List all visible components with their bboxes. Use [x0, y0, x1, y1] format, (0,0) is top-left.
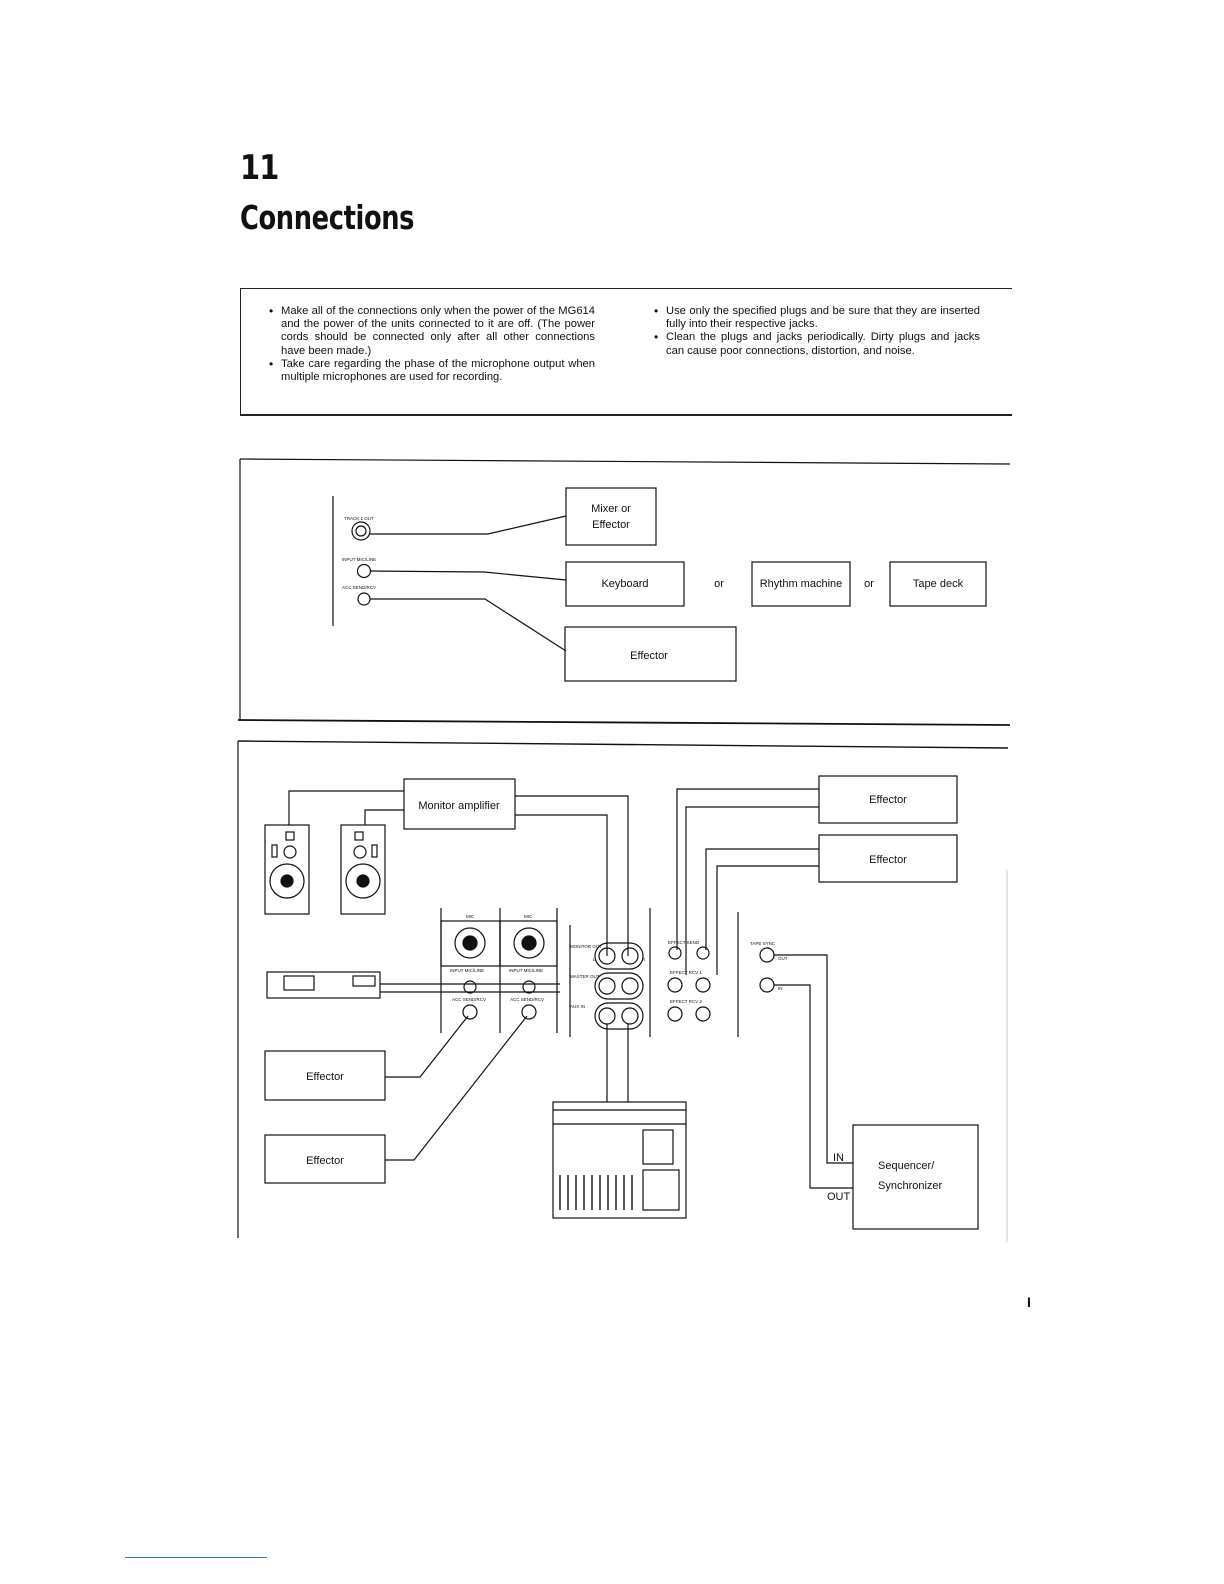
effector-left-2-label: Effector [306, 1155, 344, 1167]
speaker-right-icon [340, 824, 386, 915]
effector-box [564, 626, 737, 682]
effector-top-2-label: Effector [869, 854, 907, 866]
mic-label-2: MIC [524, 914, 533, 919]
note-item: Clean the plugs and jacks periodically. … [652, 331, 980, 357]
tape-sync-out-jack-icon [759, 947, 775, 963]
monitor-out-label: MONITOR OUT [570, 944, 602, 949]
mixer-faders [559, 1175, 633, 1210]
note-item: Make all of the connections only when th… [267, 305, 595, 358]
note-item: Use only the specified plugs and be sure… [652, 305, 980, 331]
input-label-1: INPUT MIC/LINE [450, 968, 484, 973]
footer-rule [125, 1557, 267, 1558]
tape-sync-in-label: IN [778, 986, 783, 991]
mixer-effector-box [565, 487, 657, 546]
tape-sync-out-label: OUT [778, 956, 788, 961]
effect-rcv2-label: EFFECT RCV 2 [670, 999, 702, 1004]
keyboard-box [565, 561, 685, 607]
input-jack-icon [356, 563, 372, 579]
speaker-left-icon [264, 824, 310, 915]
section-number: 11 [240, 148, 279, 188]
monitor-out-r-jack-icon [621, 947, 639, 965]
r-label: R [642, 957, 646, 962]
notes-right-column: Use only the specified plugs and be sure… [652, 305, 980, 358]
xlr-jack-1-icon [454, 927, 486, 959]
input-label: INPUT MIC/LINE [342, 557, 376, 562]
note-item: Take care regarding the phase of the mic… [267, 358, 595, 384]
notes-left-column: Make all of the connections only when th… [267, 305, 595, 384]
track-out-label: TRACK 1 OUT [344, 516, 374, 521]
effector-top-2-box [818, 834, 958, 883]
acc-label-1: ACC SEND/RCV [452, 997, 486, 1002]
effector-left-1-label: Effector [306, 1071, 344, 1083]
effector-top-1-label: Effector [869, 794, 907, 806]
monitor-amplifier-label: Monitor amplifier [418, 800, 500, 812]
acc-jack-icon [357, 592, 371, 606]
mixing-console-icon [552, 1101, 687, 1219]
effect-send-label: EFFECT SEND [668, 940, 700, 945]
notes-box: Make all of the connections only when th… [240, 288, 1012, 416]
monitor-amplifier-box [403, 778, 516, 830]
monitor-out-l-jack-icon [598, 947, 616, 965]
sequencer-label-line1: Sequencer/ [878, 1160, 935, 1172]
rhythm-machine-label: Rhythm machine [760, 578, 843, 590]
effector-top-1-box [818, 775, 958, 824]
xlr-jack-2-icon [513, 927, 545, 959]
mixer-label-line2: Effector [592, 519, 630, 531]
sequencer-synchronizer-box [852, 1124, 979, 1230]
or-label-2: or [864, 578, 874, 590]
section-title: Connections [240, 198, 415, 237]
page-mark: I [1027, 1294, 1031, 1310]
track-out-jack-icon [351, 521, 371, 541]
l-label: L [593, 957, 596, 962]
or-label-1: or [714, 578, 724, 590]
cassette-deck-icon [266, 971, 381, 999]
effector-label: Effector [630, 650, 668, 662]
effector-left-2-box [264, 1134, 386, 1184]
acc-label-2: ACC SEND/RCV [510, 997, 544, 1002]
in-label: IN [833, 1152, 844, 1164]
input-label-2: INPUT MIC/LINE [509, 968, 543, 973]
aux-in-label: AUX IN [570, 1004, 585, 1009]
tape-deck-label: Tape deck [913, 578, 964, 590]
effector-left-1-box [264, 1050, 386, 1101]
tape-sync-label: TAPE SYNC [750, 941, 776, 946]
acc-label: ACC SEND/RCV [342, 585, 376, 590]
effect-rcv1-label: EFFECT RCV 1 [670, 970, 702, 975]
out-label: OUT [827, 1191, 851, 1203]
master-out-label: MASTER OUT [570, 974, 600, 979]
mic-label-1: MIC [466, 914, 475, 919]
tape-deck-box [889, 561, 987, 607]
mixer-label-line1: Mixer or [591, 503, 631, 515]
sequencer-label-line2: Synchronizer [878, 1180, 943, 1192]
keyboard-label: Keyboard [601, 578, 648, 590]
rhythm-machine-box [751, 561, 851, 607]
tape-sync-in-jack-icon [759, 977, 775, 993]
